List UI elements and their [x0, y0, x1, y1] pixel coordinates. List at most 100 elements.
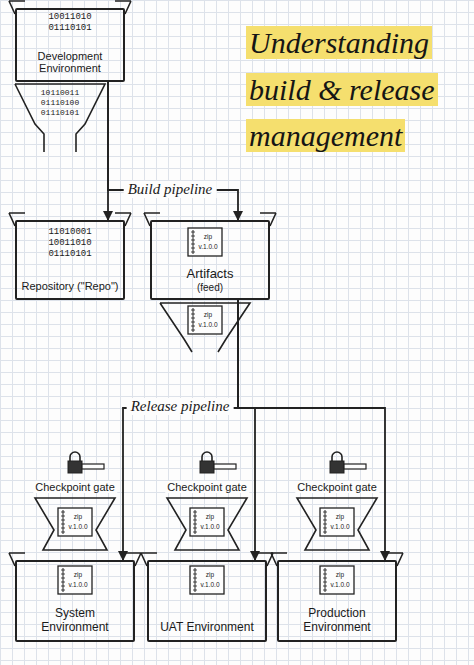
zipper-tooth [191, 310, 195, 311]
binary-code: 01110101 [48, 24, 91, 34]
zipper-tooth [323, 512, 327, 513]
file-type: zip [336, 513, 344, 520]
node-label: UAT Environment [160, 621, 254, 635]
padlock-body [68, 461, 82, 473]
zipper [325, 510, 326, 534]
zipper-tooth [193, 520, 197, 521]
zipper-tooth [191, 236, 195, 237]
node-label: Repository ("Repo") [21, 280, 118, 293]
zipper-tooth [323, 520, 327, 521]
zipper-tooth [61, 516, 65, 517]
zipper-tooth [323, 574, 327, 575]
version-number: v.1.0.0 [198, 243, 217, 250]
binary-code: 10011010 [48, 239, 91, 249]
title-block: Understanding build & release management [246, 20, 464, 160]
zipper-tooth [323, 524, 327, 525]
binary-code: 10011010 [48, 13, 91, 23]
gate-funnel [297, 498, 377, 550]
title-text: Understanding build & release management [246, 26, 438, 152]
zipper-tooth [191, 322, 195, 323]
zipper-tooth [323, 570, 327, 571]
zipper-tooth [61, 524, 65, 525]
zipper-tooth [191, 244, 195, 245]
zipper-tooth [191, 330, 195, 331]
zipper-tooth [191, 252, 195, 253]
zipper-tooth [193, 586, 197, 587]
file-type: zip [206, 513, 214, 520]
zipper-tooth [323, 582, 327, 583]
zipper [63, 510, 64, 534]
gate-bar [82, 464, 104, 469]
zipper-tooth [61, 578, 65, 579]
gate-funnel [167, 498, 247, 550]
zipper-tooth [61, 586, 65, 587]
zipper-tooth [323, 578, 327, 579]
node-sublabel: (feed) [197, 282, 223, 294]
zipper-tooth [61, 590, 65, 591]
zipper-tooth [193, 582, 197, 583]
zipper [63, 568, 64, 592]
zipper [193, 308, 194, 332]
gate-funnel [35, 498, 115, 550]
zipper-tooth [191, 232, 195, 233]
funnel [15, 84, 105, 152]
pipeline-arrow [238, 300, 255, 560]
version-number: v.1.0.0 [68, 523, 87, 530]
file-type: zip [336, 571, 344, 578]
zipper-tooth [193, 574, 197, 575]
zip-file-icon [58, 566, 92, 594]
zipper-tooth [193, 570, 197, 571]
artifacts-tray: Artifacts(feed) [150, 220, 270, 300]
gate-label: Checkpoint gate [165, 481, 249, 493]
zip-file-icon [320, 508, 354, 536]
zipper-tooth [61, 512, 65, 513]
zipper-tooth [61, 520, 65, 521]
gate-label: Checkpoint gate [33, 481, 117, 493]
zipper-tooth [323, 528, 327, 529]
zipper-tooth [61, 528, 65, 529]
zipper-tooth [191, 326, 195, 327]
zip-file-icon [190, 566, 224, 594]
zipper-tooth [193, 532, 197, 533]
zipper-tooth [191, 318, 195, 319]
zipper-tooth [193, 512, 197, 513]
zipper-tooth [323, 586, 327, 587]
zipper-tooth [193, 524, 197, 525]
binary-code: 11010001 [48, 228, 91, 238]
zip-file-icon [320, 566, 354, 594]
pipeline-arrow [238, 300, 385, 560]
zip-file-icon [190, 508, 224, 536]
version-number: v.1.0.0 [200, 581, 219, 588]
padlock-shackle [202, 452, 212, 461]
gate-bar [214, 464, 236, 469]
zipper-tooth [191, 248, 195, 249]
file-type: zip [74, 571, 82, 578]
zipper-tooth [193, 578, 197, 579]
zipper-tooth [193, 528, 197, 529]
file-type: zip [74, 513, 82, 520]
zipper-tooth [193, 516, 197, 517]
zipper [193, 230, 194, 254]
binary-code: 10110011 [41, 89, 79, 98]
zipper-tooth [191, 240, 195, 241]
version-number: v.1.0.0 [200, 523, 219, 530]
zipper-tooth [323, 590, 327, 591]
gate-bar [344, 464, 366, 469]
padlock-body [200, 461, 214, 473]
padlock-shackle [332, 452, 342, 461]
pipeline-arrow [123, 300, 238, 560]
padlock-shackle [70, 452, 80, 461]
file-type: zip [204, 311, 212, 318]
zip-file-icon [188, 228, 222, 256]
zipper [195, 568, 196, 592]
binary-code: 01110101 [41, 109, 79, 118]
zip-file-icon [58, 508, 92, 536]
gate-label: Checkpoint gate [295, 481, 379, 493]
pipeline-label: Release pipeline [127, 398, 234, 415]
version-number: v.1.0.0 [330, 581, 349, 588]
binary-code: 01110101 [48, 250, 91, 260]
file-type: zip [204, 233, 212, 240]
funnel [160, 303, 250, 352]
version-number: v.1.0.0 [68, 581, 87, 588]
